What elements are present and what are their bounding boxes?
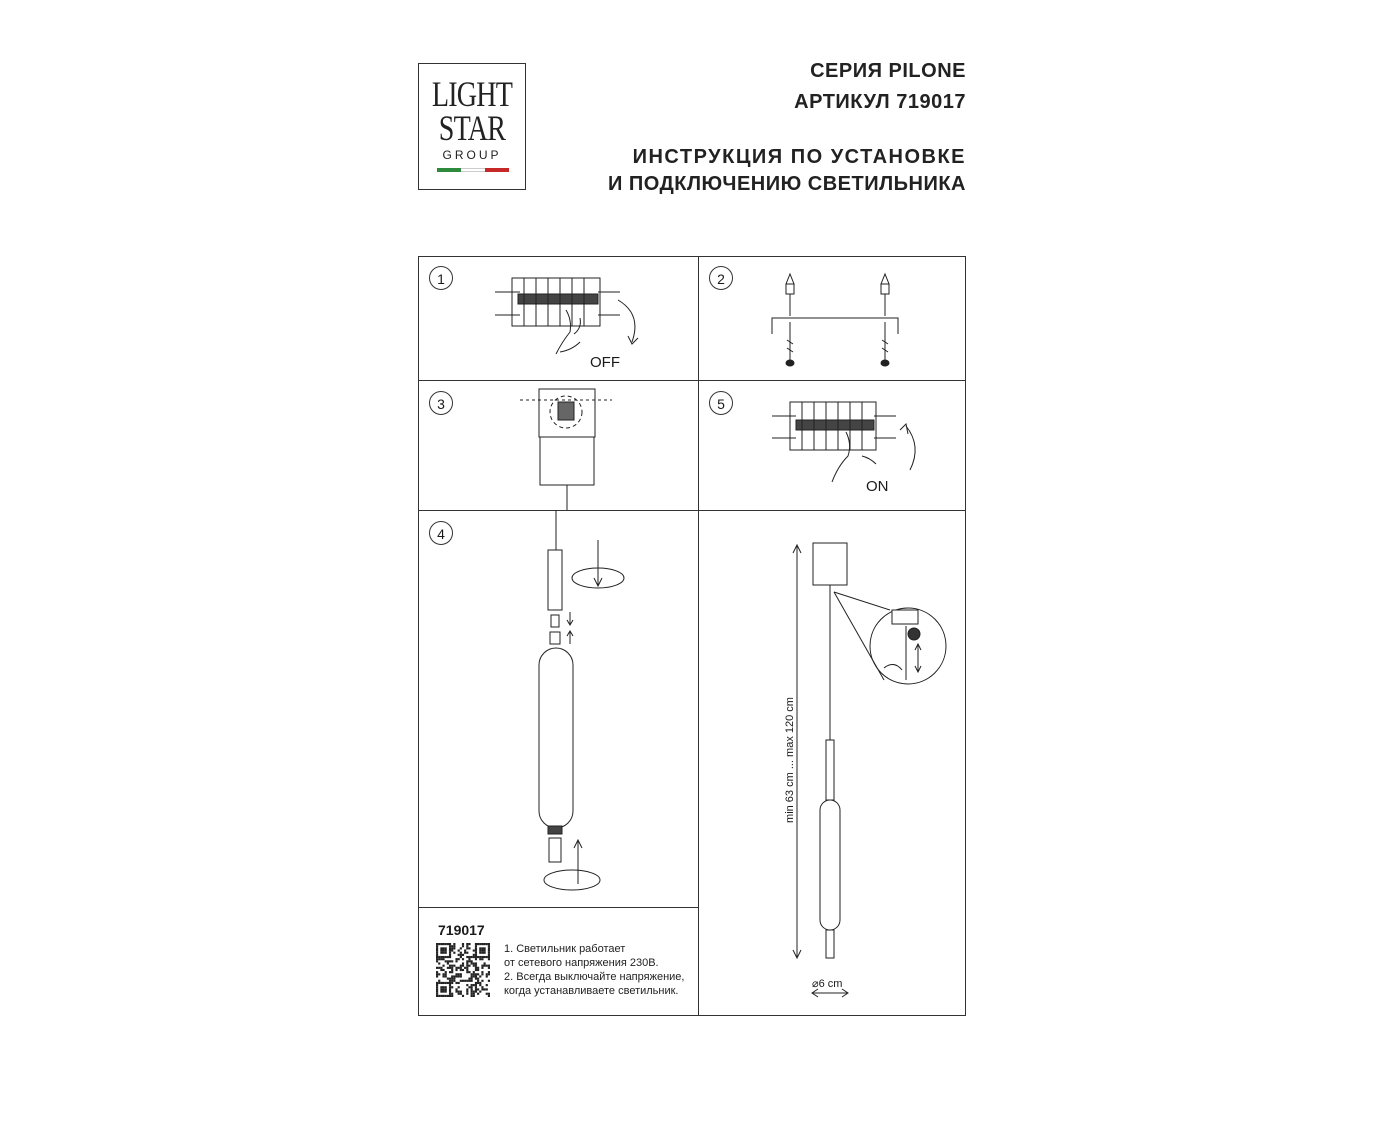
pendant-assembly-illustration xyxy=(538,510,625,891)
breaker-panel-off-illustration xyxy=(495,277,639,355)
note-line: от сетевого напряжения 230В. xyxy=(504,957,659,969)
note-line: когда устанавливаете светильник. xyxy=(504,985,679,997)
dimension-illustration xyxy=(792,542,947,998)
step-number-2: 2 xyxy=(709,266,733,290)
italian-flag-stripe xyxy=(437,168,509,172)
qr-code xyxy=(436,943,490,997)
mounting-bracket-illustration xyxy=(771,272,899,367)
step-number-3: 3 xyxy=(429,391,453,415)
brand-logo: LIGHT STAR GROUP xyxy=(418,63,526,190)
step-number-4: 4 xyxy=(429,521,453,545)
safety-notes: 1. Светильник работает от сетевого напря… xyxy=(504,942,684,998)
breaker-panel-on-illustration xyxy=(772,401,916,483)
canopy-wiring-illustration xyxy=(520,388,612,510)
step-number-1: 1 xyxy=(429,266,453,290)
logo-text-light: LIGHT xyxy=(431,74,513,114)
logo-text-star: STAR xyxy=(438,108,506,148)
dimensions-panel xyxy=(698,510,966,1016)
note-line: 2. Всегда выключайте напряжение, xyxy=(504,971,685,983)
logo-text-group: GROUP xyxy=(442,148,502,162)
instruction-title-line1: ИНСТРУКЦИЯ ПО УСТАНОВКЕ xyxy=(632,146,966,168)
step-number-5: 5 xyxy=(709,391,733,415)
on-label: ON xyxy=(866,478,889,495)
series-title: СЕРИЯ PILONE xyxy=(810,60,966,82)
article-number: АРТИКУЛ 719017 xyxy=(794,91,966,113)
product-code: 719017 xyxy=(438,922,485,938)
off-label: OFF xyxy=(590,354,620,371)
diameter-label: ⌀6 cm xyxy=(812,978,843,990)
height-dimension-label: min 63 cm ... max 120 cm xyxy=(784,697,796,823)
instruction-title-line2: И ПОДКЛЮЧЕНИЮ СВЕТИЛЬНИКА xyxy=(607,173,966,195)
note-line: 1. Светильник работает xyxy=(504,943,626,955)
